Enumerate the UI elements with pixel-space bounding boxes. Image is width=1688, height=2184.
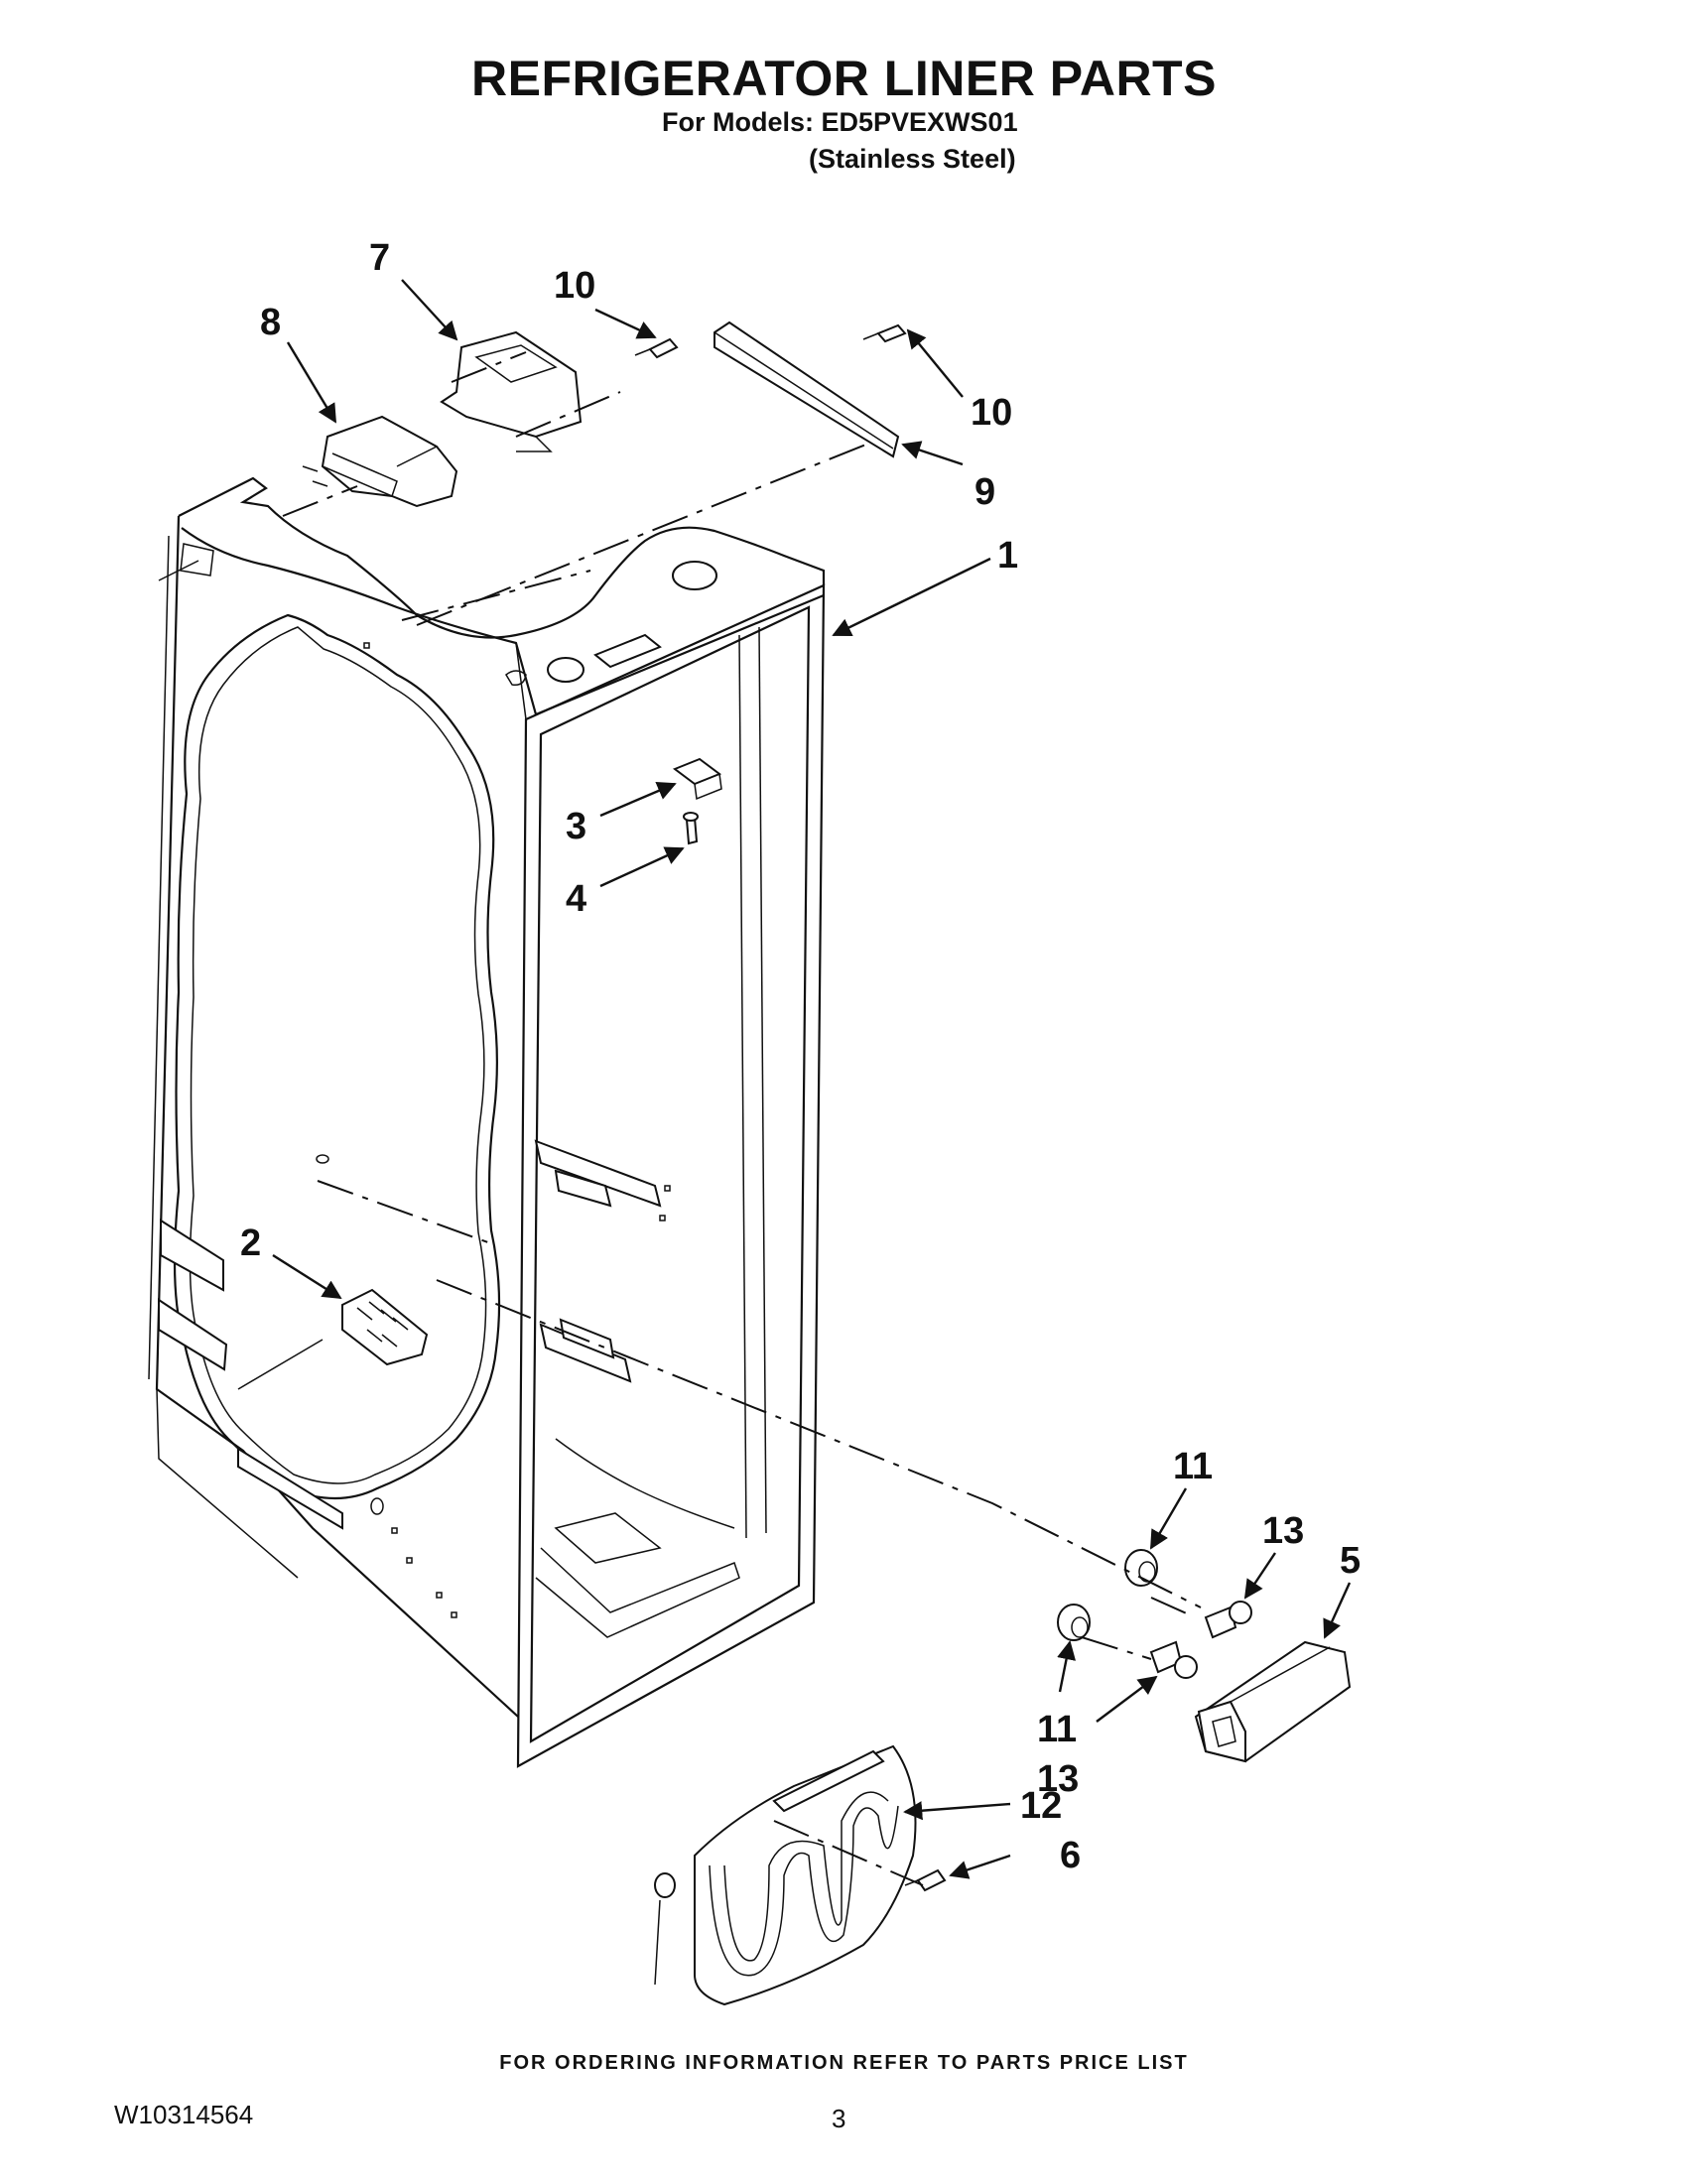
heater-part-12 [654, 1744, 917, 2006]
callout-10-right: 10 [971, 392, 1012, 434]
callout-12: 12 [1020, 1785, 1062, 1827]
ordering-note: FOR ORDERING INFORMATION REFER TO PARTS … [499, 2052, 1189, 2074]
callout-13-lower: 13 [1037, 1758, 1079, 1800]
rail-part-9 [714, 321, 900, 458]
housing-part-5 [1194, 1640, 1352, 1763]
callout-10-left: 10 [554, 265, 595, 307]
control-module-part-8 [302, 415, 458, 508]
callout-7: 7 [369, 237, 390, 279]
callout-5: 5 [1340, 1540, 1361, 1582]
push-nut-part-13-lower [1149, 1640, 1198, 1679]
page-title: REFRIGERATOR LINER PARTS [471, 51, 1217, 106]
bracket-part-7 [440, 330, 583, 452]
push-nut-part-13-upper [1204, 1601, 1252, 1639]
finish-line: (Stainless Steel) [809, 144, 1016, 174]
callout-9: 9 [974, 471, 995, 513]
clip-part-3 [672, 757, 722, 801]
grommet-part-11-lower [1057, 1604, 1091, 1641]
liner-assembly [148, 476, 826, 1768]
callout-13-upper: 13 [1262, 1510, 1304, 1552]
callout-2: 2 [240, 1222, 261, 1264]
grommet-part-11-upper [1124, 1549, 1158, 1587]
callout-11-upper: 11 [1173, 1446, 1213, 1487]
screw-part-10-right [862, 323, 907, 343]
callout-1: 1 [997, 535, 1018, 577]
callout-8: 8 [260, 302, 281, 343]
light-part-2 [341, 1288, 429, 1366]
callout-3: 3 [566, 806, 586, 847]
page-number: 3 [832, 2104, 846, 2133]
callout-labels: 7 8 10 10 9 1 3 4 2 11 13 5 11 13 12 6 [240, 237, 1361, 1876]
models-line: For Models: ED5PVEXWS01 [662, 107, 1018, 137]
screw-part-4 [683, 812, 699, 845]
alignment-lines [158, 351, 1202, 1886]
screw-part-10-left [634, 337, 679, 359]
callout-6: 6 [1060, 1835, 1081, 1876]
callout-arrows [272, 279, 1352, 1879]
document-number: W10314564 [114, 2100, 254, 2129]
callout-11-lower: 11 [1037, 1709, 1077, 1750]
callout-4: 4 [566, 878, 586, 920]
